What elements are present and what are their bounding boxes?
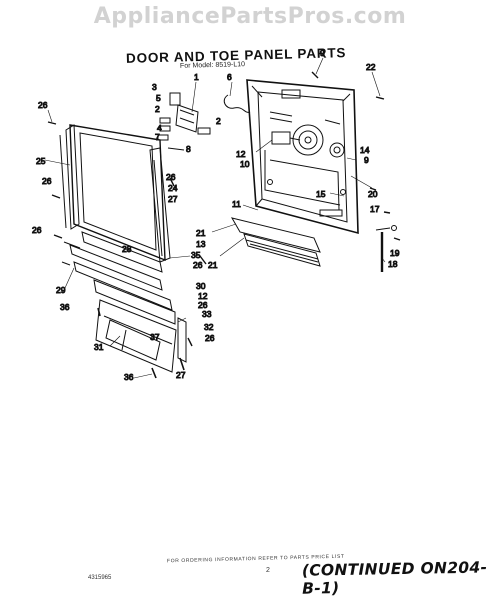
callout-label: 24 bbox=[168, 183, 178, 193]
callout-label: 28 bbox=[122, 244, 132, 254]
callout-label: 26 bbox=[166, 172, 176, 182]
callout-label: 9 bbox=[320, 48, 325, 58]
callout-label: 33 bbox=[202, 309, 212, 319]
callout-label: 3 bbox=[152, 82, 157, 92]
callout-label: 13 bbox=[196, 239, 206, 249]
callout-label: 14 bbox=[360, 145, 370, 155]
toe-panel-parts bbox=[61, 231, 187, 379]
callout-label: 2 bbox=[155, 104, 160, 114]
callout-label: 1 bbox=[194, 72, 199, 82]
latch-rod bbox=[375, 225, 397, 272]
callout-label: 30 bbox=[196, 281, 206, 291]
document-code: 4315965 bbox=[88, 575, 112, 581]
callout-label: 37 bbox=[150, 332, 160, 342]
callout-label: 12 bbox=[198, 291, 208, 301]
callout-label: 7 bbox=[155, 132, 160, 142]
callout-label: 26 bbox=[198, 300, 208, 310]
callout-label: 31 bbox=[94, 342, 104, 352]
callout-label: 21 bbox=[196, 228, 206, 238]
callout-numbers: 1 2 3 5 2 4 7 8 6 9 22 26 25 26 26 24 27… bbox=[32, 48, 401, 383]
callout-label: 2 bbox=[216, 116, 221, 126]
continued-note: (CONTINUED ON204-B-1) bbox=[301, 558, 488, 598]
callout-label: 26 bbox=[205, 333, 215, 343]
callout-label: 5 bbox=[156, 93, 161, 103]
callout-label: 17 bbox=[370, 204, 380, 214]
hinge-bracket bbox=[157, 92, 211, 151]
callout-label: 36 bbox=[60, 302, 70, 312]
callout-label: 26 bbox=[42, 176, 52, 186]
callout-label: 18 bbox=[388, 259, 398, 269]
callout-label: 26 bbox=[193, 260, 203, 270]
callout-label: 10 bbox=[240, 159, 250, 169]
vent-strip bbox=[230, 217, 321, 267]
callout-label: 26 bbox=[32, 225, 42, 235]
callout-label: 8 bbox=[186, 144, 191, 154]
callout-label: 27 bbox=[168, 194, 178, 204]
page-number: 2 bbox=[266, 567, 270, 574]
screws bbox=[47, 71, 401, 347]
callout-label: 19 bbox=[390, 248, 400, 258]
leader-lines bbox=[44, 57, 386, 379]
callout-label: 26 bbox=[38, 100, 48, 110]
callout-label: 6 bbox=[227, 72, 232, 82]
watermark: AppliancePartsPros.com bbox=[93, 4, 407, 29]
callout-label: 29 bbox=[56, 285, 66, 295]
callout-label: 12 bbox=[236, 149, 246, 159]
callout-label: 35 bbox=[191, 250, 201, 260]
cable bbox=[223, 94, 251, 113]
callout-label: 15 bbox=[316, 189, 326, 199]
callout-label: 36 bbox=[124, 372, 134, 382]
callout-label: 25 bbox=[36, 156, 46, 166]
outer-door-panel bbox=[246, 79, 359, 235]
callout-label: 20 bbox=[368, 189, 378, 199]
callout-label: 27 bbox=[176, 370, 186, 380]
callout-label: 32 bbox=[204, 322, 214, 332]
callout-label: 22 bbox=[366, 62, 376, 72]
callout-label: 21 bbox=[208, 260, 218, 270]
inner-door-panel bbox=[59, 124, 171, 263]
callout-label: 4 bbox=[157, 123, 162, 133]
callout-label: 11 bbox=[232, 199, 241, 209]
callout-label: 9 bbox=[364, 155, 369, 165]
